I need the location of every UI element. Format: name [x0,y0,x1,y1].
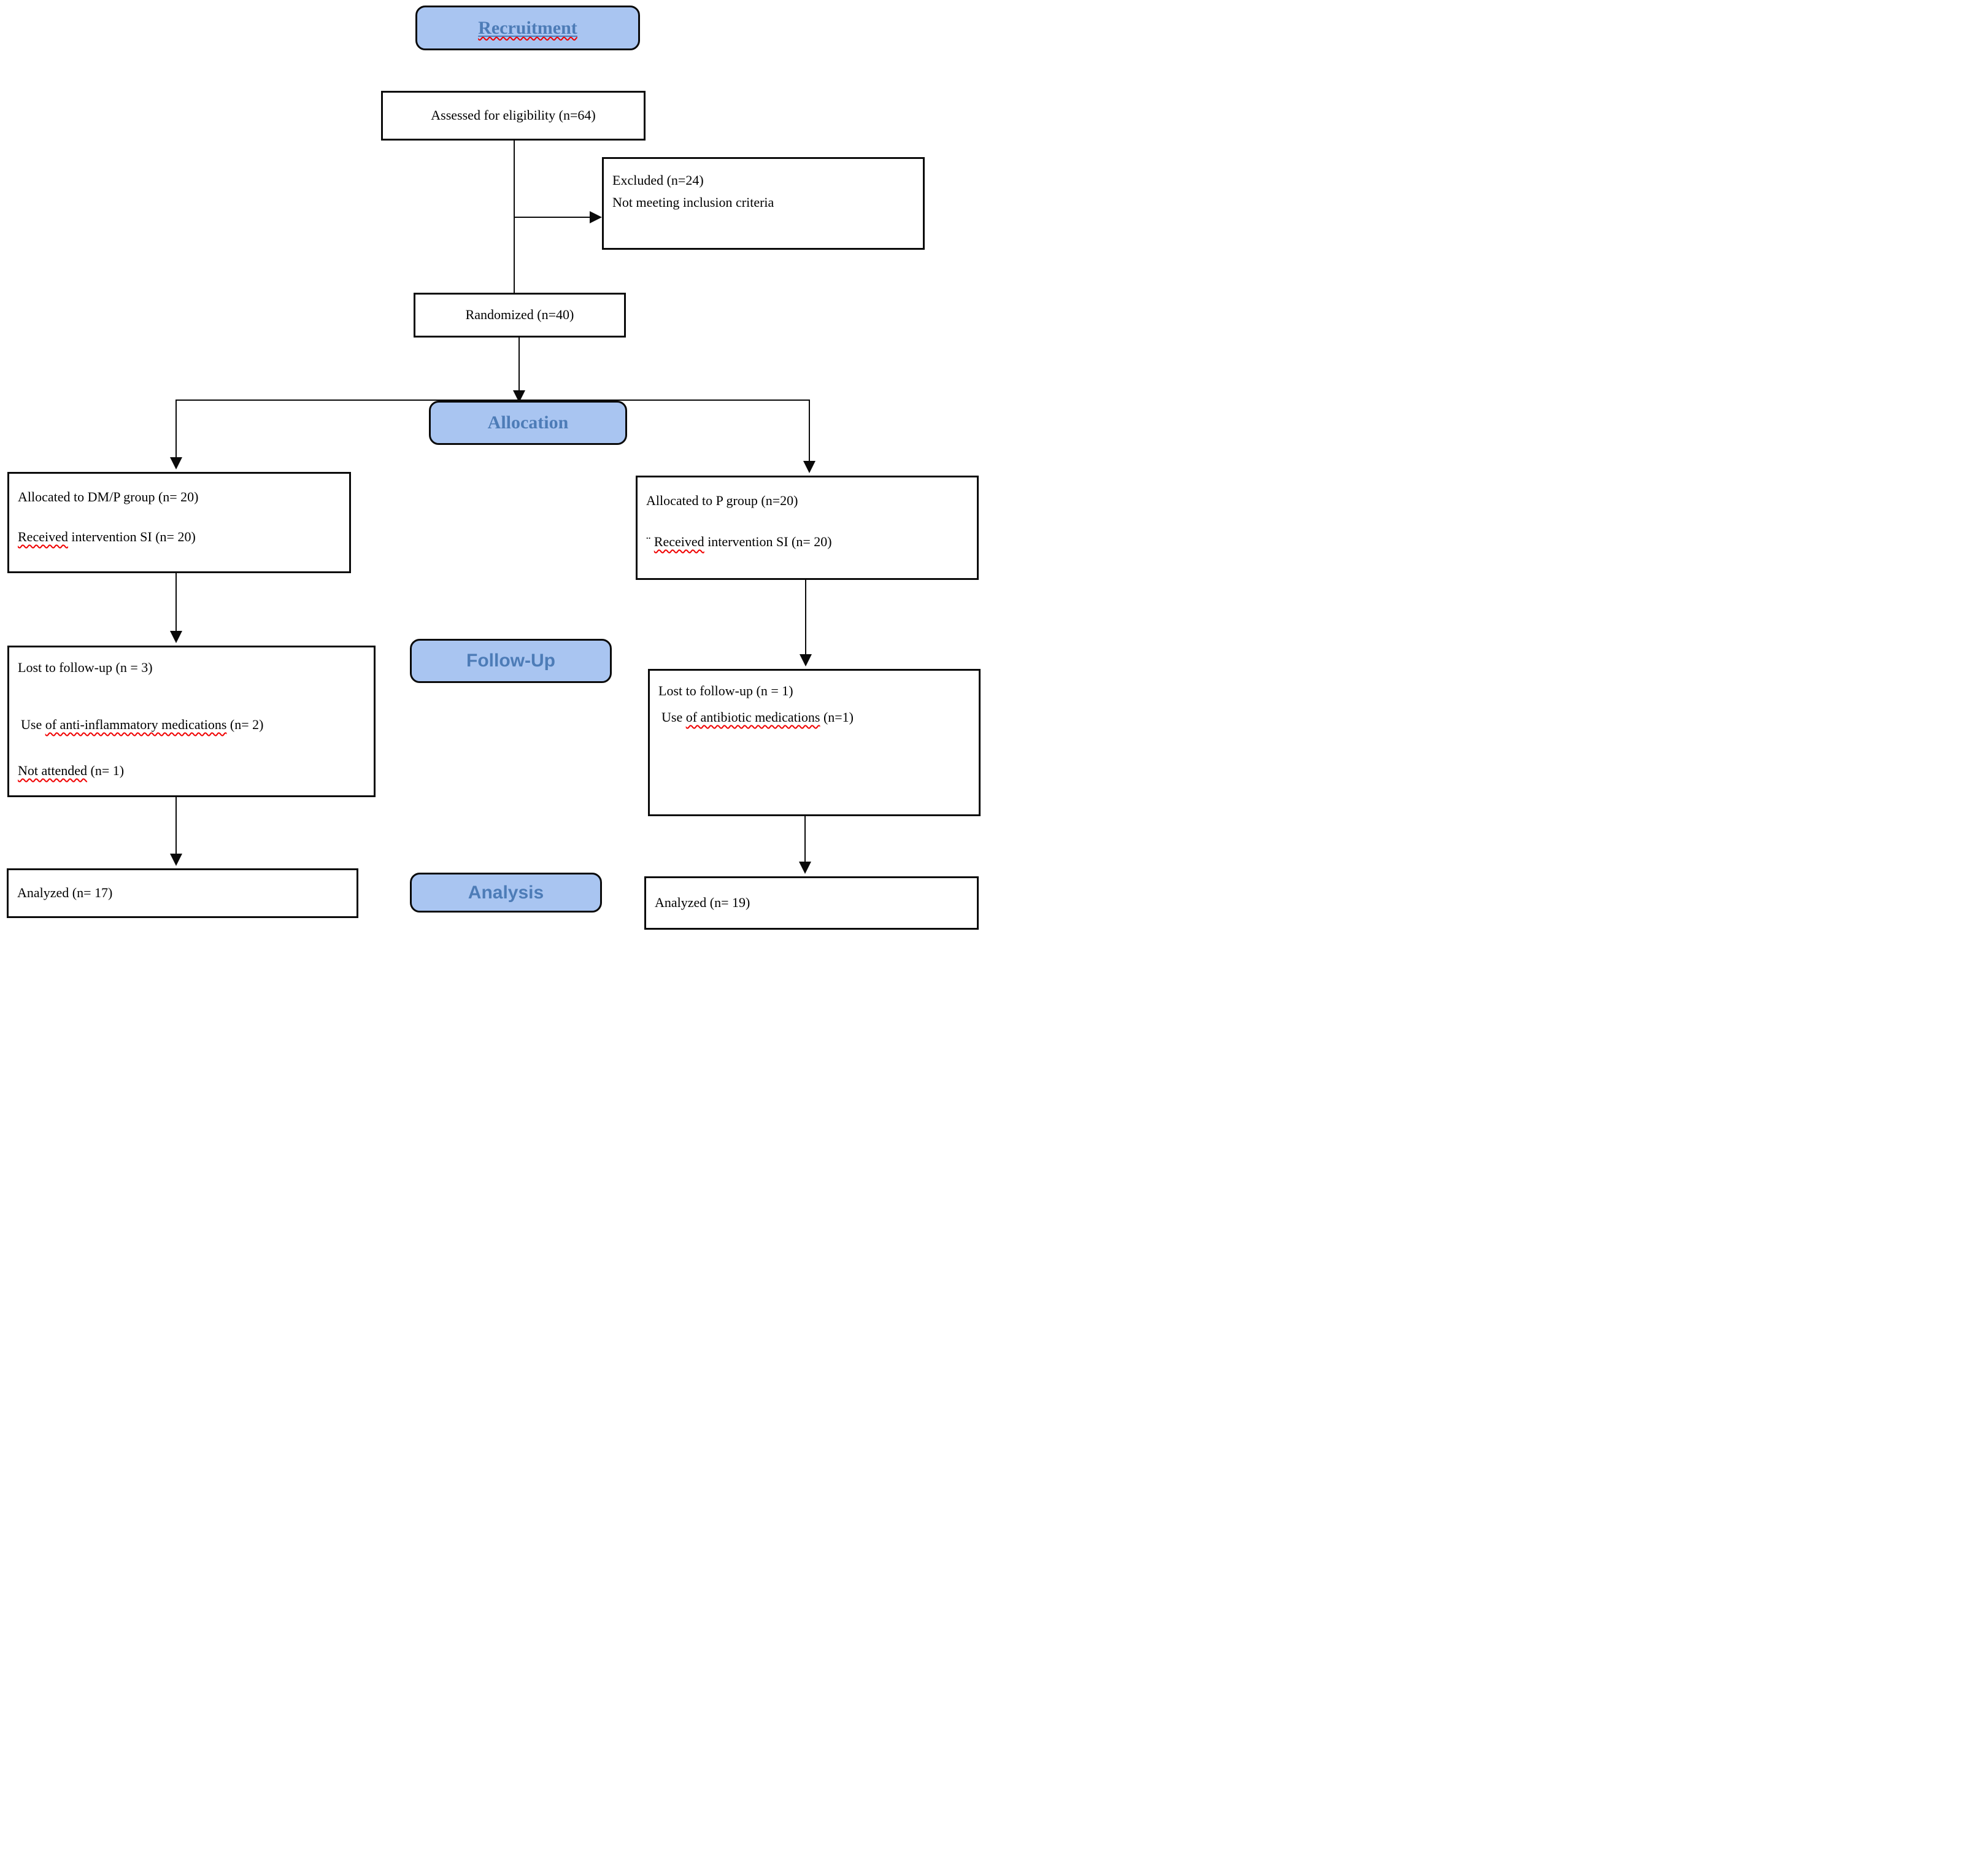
box-lost-followup-p: Lost to follow-up (n = 1) Use of antibio… [648,669,981,816]
box-allocated-p: Allocated to P group (n=20) ¨ Received i… [636,476,979,580]
lost-followup-dmp-line2: Use of anti-inflammatory medications (n=… [21,717,264,732]
arrowhead-into-analyzed-right-icon [799,862,811,874]
allocated-dmp-line1: Allocated to DM/P group (n= 20) [18,489,199,504]
lost-followup-p-line1: Lost to follow-up (n = 1) [658,683,793,698]
banner-analysis: Analysis [410,873,602,913]
box-assessed: Assessed for eligibility (n=64) [381,91,646,141]
box-randomized: Randomized (n=40) [414,293,626,338]
connector-branch-to-excluded [514,217,590,218]
box-analyzed-p: Analyzed (n= 19) [644,876,979,930]
excluded-line2: Not meeting inclusion criteria [612,195,774,210]
lost-followup-p-line2: Use of antibiotic medications (n=1) [661,709,854,725]
analyzed-p-label: Analyzed (n= 19) [655,895,750,911]
banner-allocation-label: Allocation [487,412,569,433]
connector-allocation-split [176,400,809,401]
connector-followupright-to-analyzed [804,816,806,863]
arrowhead-into-alloc-right-icon [803,461,815,473]
banner-recruitment: Recruitment [415,6,640,50]
arrowhead-into-alloc-left-icon [170,457,182,469]
banner-analysis-label: Analysis [468,882,544,903]
connector-randomized-to-allocation [518,338,520,392]
randomized-label: Randomized (n=40) [465,307,574,323]
banner-followup: Follow-Up [410,639,612,683]
banner-allocation: Allocation [429,401,627,445]
connector-allocright-to-followup [805,580,806,655]
assessed-label: Assessed for eligibility (n=64) [431,107,596,123]
box-analyzed-dmp: Analyzed (n= 17) [7,868,358,918]
box-lost-followup-dmp: Lost to follow-up (n = 3) Use of anti-in… [7,646,376,797]
connector-split-right [809,400,810,462]
connector-followupleft-to-analyzed [175,797,177,855]
arrowhead-into-followup-right-icon [800,654,812,666]
consort-flow-diagram: Recruitment Allocation Follow-Up Analysi… [0,0,983,938]
allocated-dmp-line2: Received intervention SI (n= 20) [18,529,196,544]
banner-recruitment-label: Recruitment [478,17,577,38]
box-allocated-dmp: Allocated to DM/P group (n= 20) Received… [7,472,351,573]
excluded-line1: Excluded (n=24) [612,172,704,188]
arrowhead-into-followup-left-icon [170,631,182,643]
allocated-p-line1: Allocated to P group (n=20) [646,493,798,508]
allocated-p-line2: ¨ Received intervention SI (n= 20) [646,534,832,549]
banner-followup-label: Follow-Up [466,650,555,671]
box-excluded: Excluded (n=24) Not meeting inclusion cr… [602,157,925,250]
lost-followup-dmp-line1: Lost to follow-up (n = 3) [18,660,153,675]
arrowhead-into-analyzed-left-icon [170,854,182,866]
connector-split-left [175,400,177,458]
connector-allocleft-to-followup [175,573,177,632]
arrowhead-into-excluded-icon [590,211,602,223]
lost-followup-dmp-line3: Not attended (n= 1) [18,763,125,778]
analyzed-dmp-label: Analyzed (n= 17) [17,885,113,901]
